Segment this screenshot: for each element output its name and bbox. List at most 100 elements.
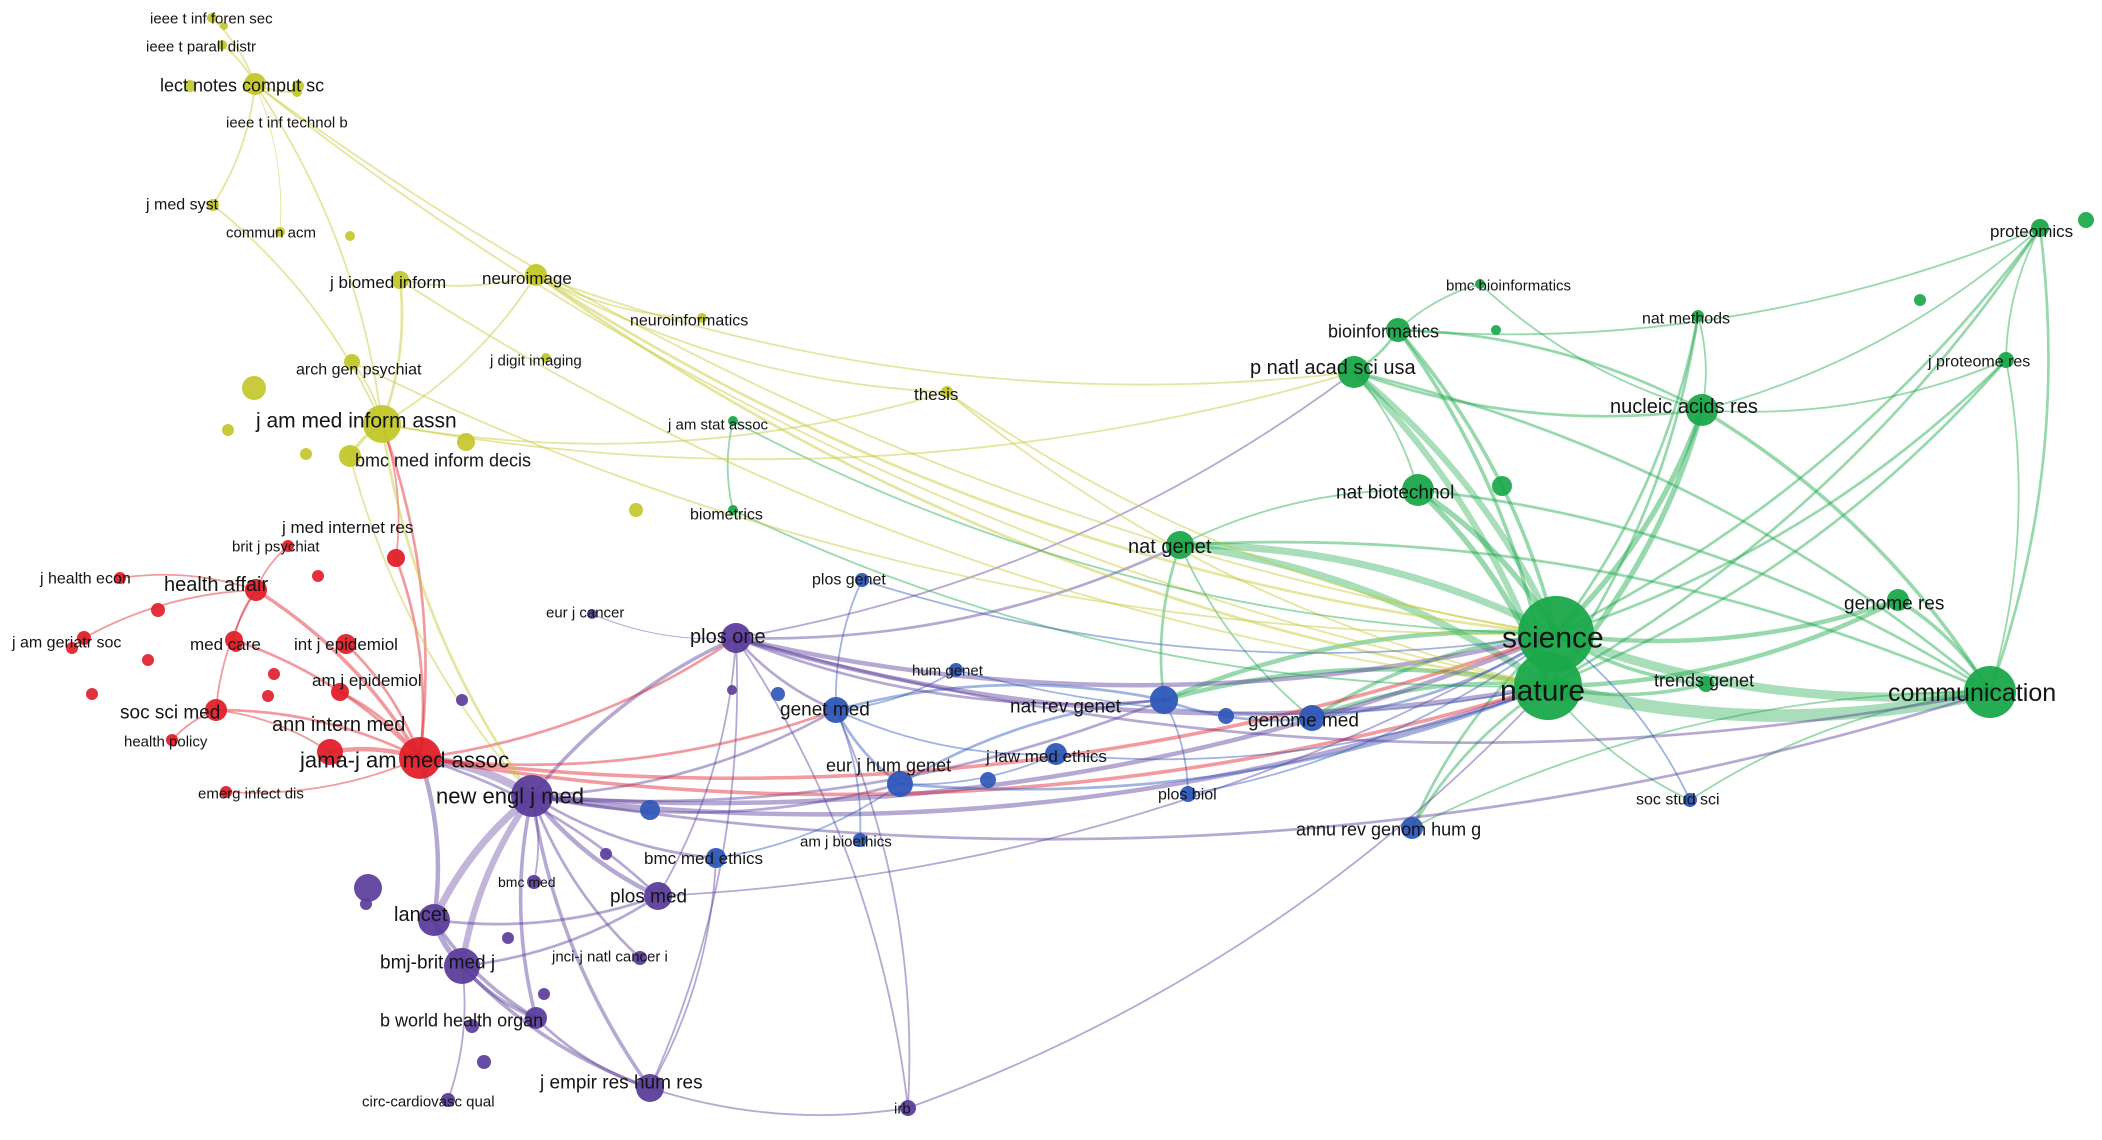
node-bmc-med-inform-decis[interactable] (339, 445, 361, 467)
node-bmc-med[interactable] (527, 875, 541, 889)
node-j-proteome-res[interactable] (1998, 352, 2014, 368)
node-j-med-syst[interactable] (207, 199, 219, 211)
node-unlabeled[interactable] (86, 688, 98, 700)
node-genet-med[interactable] (823, 697, 849, 723)
node-lancet[interactable] (418, 904, 450, 936)
node-jnci-j-natl-cancer-i[interactable] (633, 951, 647, 965)
node-genome-res[interactable] (1887, 589, 1909, 611)
node-b-world-health-organ[interactable] (525, 1007, 547, 1029)
node-emerg-infect-dis[interactable] (220, 786, 232, 798)
node-unlabeled[interactable] (2078, 212, 2094, 228)
node-science[interactable] (1518, 596, 1594, 672)
node-annu-rev-genom-hum-g[interactable] (1401, 817, 1423, 839)
node-circ-cardiovasc-qual[interactable] (441, 1093, 455, 1107)
node-unlabeled[interactable] (268, 668, 280, 680)
node-unlabeled[interactable] (727, 685, 737, 695)
node-j-med-internet-res[interactable] (387, 549, 405, 567)
node-health-affair[interactable] (245, 579, 267, 601)
node-unlabeled[interactable] (502, 932, 514, 944)
node-bmc-med-ethics[interactable] (706, 848, 726, 868)
node-int-j-epidemiol[interactable] (336, 634, 356, 654)
node-unlabeled[interactable] (538, 988, 550, 1000)
node-proteomics[interactable] (2031, 219, 2049, 237)
node-nucleic-acids-res[interactable] (1686, 394, 1718, 426)
node-bioinformatics[interactable] (1386, 318, 1410, 342)
node-ieee-t-inf-technol-b[interactable] (292, 87, 302, 97)
node-eur-j-hum-genet[interactable] (887, 771, 913, 797)
node-unlabeled[interactable] (1491, 325, 1501, 335)
node-unlabeled[interactable] (465, 1019, 479, 1033)
node-nat-methods[interactable] (1692, 310, 1704, 322)
node-ann-intern-med[interactable] (317, 739, 343, 765)
node-new-engl-j-med[interactable] (511, 775, 553, 817)
node-unlabeled[interactable] (300, 448, 312, 460)
node-j-law-med-ethics[interactable] (1045, 743, 1067, 765)
node-nat-biotechnol[interactable] (1402, 474, 1434, 506)
node-unlabeled[interactable] (1492, 476, 1512, 496)
node-neuroimage[interactable] (525, 264, 547, 286)
node-unlabeled[interactable] (354, 874, 382, 902)
node-nat-rev-genet[interactable] (1150, 686, 1178, 714)
node-unlabeled[interactable] (242, 376, 266, 400)
node-j-health-econ[interactable] (114, 572, 126, 584)
node-unlabeled[interactable] (312, 570, 324, 582)
node-am-j-bioethics[interactable] (853, 833, 867, 847)
node-ieee-t-parall-distr[interactable] (217, 40, 227, 50)
node-trends-genet[interactable] (1698, 676, 1714, 692)
node-j-empir-res-hum-res[interactable] (636, 1074, 664, 1102)
node-bmc-bioinformatics[interactable] (1475, 279, 1485, 289)
node-plos-med[interactable] (644, 882, 672, 910)
node-nature[interactable] (1514, 652, 1582, 720)
node-unlabeled[interactable] (477, 1055, 491, 1069)
node-unlabeled[interactable] (262, 690, 274, 702)
node-unlabeled[interactable] (1218, 708, 1234, 724)
node-unlabeled[interactable] (457, 433, 475, 451)
node-unlabeled[interactable] (1914, 294, 1926, 306)
node-soc-stud-sci[interactable] (1683, 793, 1697, 807)
node-j-am-geriatr-soc[interactable] (77, 631, 91, 645)
node-j-biomed-inform[interactable] (391, 271, 409, 289)
node-unlabeled[interactable] (222, 424, 234, 436)
node-hum-genet[interactable] (949, 663, 963, 677)
node-j-digit-imaging[interactable] (541, 353, 551, 363)
node-plos-one[interactable] (721, 623, 751, 653)
node-p-natl-acad-sci-usa[interactable] (1338, 356, 1370, 388)
node-thesis[interactable] (941, 386, 953, 398)
node-unlabeled[interactable] (629, 503, 643, 517)
node-plos-genet[interactable] (855, 573, 869, 587)
node-plos-biol[interactable] (1180, 786, 1196, 802)
node-health-policy[interactable] (166, 734, 178, 746)
node-unlabeled[interactable] (456, 694, 468, 706)
node-j-am-stat-assoc[interactable] (728, 416, 738, 426)
node-nat-genet[interactable] (1166, 531, 1194, 559)
node-brit-j-psychiat[interactable] (282, 540, 294, 552)
node-unlabeled[interactable] (184, 80, 196, 92)
node-lect-notes-comput-sc[interactable] (244, 73, 266, 95)
node-unlabeled[interactable] (600, 848, 612, 860)
node-unlabeled[interactable] (345, 231, 355, 241)
node-soc-sci-med[interactable] (205, 699, 227, 721)
node-jama-j-am-med-assoc[interactable] (399, 737, 441, 779)
edge-nature-communication (1541, 679, 1997, 722)
node-unlabeled[interactable] (220, 22, 228, 30)
node-commun-acm[interactable] (275, 227, 285, 237)
node-biometrics[interactable] (728, 505, 738, 515)
node-genome-med[interactable] (1299, 705, 1325, 731)
node-ieee-t-inf-foren-sec[interactable] (207, 13, 217, 23)
node-unlabeled[interactable] (142, 654, 154, 666)
node-am-j-epidemiol[interactable] (331, 683, 349, 701)
node-irb[interactable] (900, 1100, 916, 1116)
node-unlabeled[interactable] (640, 800, 660, 820)
node-communication[interactable] (1964, 666, 2016, 718)
node-unlabeled[interactable] (771, 687, 785, 701)
node-bmj-brit-med-j[interactable] (444, 948, 480, 984)
node-j-am-med-inform-assn[interactable] (363, 405, 401, 443)
node-eur-j-cancer[interactable] (587, 609, 597, 619)
node-arch-gen-psychiat[interactable] (344, 354, 360, 370)
node-neuroinformatics[interactable] (697, 313, 707, 323)
node-med-care[interactable] (225, 631, 243, 649)
node-unlabeled[interactable] (66, 642, 78, 654)
node-unlabeled[interactable] (980, 772, 996, 788)
node-unlabeled[interactable] (360, 898, 372, 910)
node-unlabeled[interactable] (151, 603, 165, 617)
